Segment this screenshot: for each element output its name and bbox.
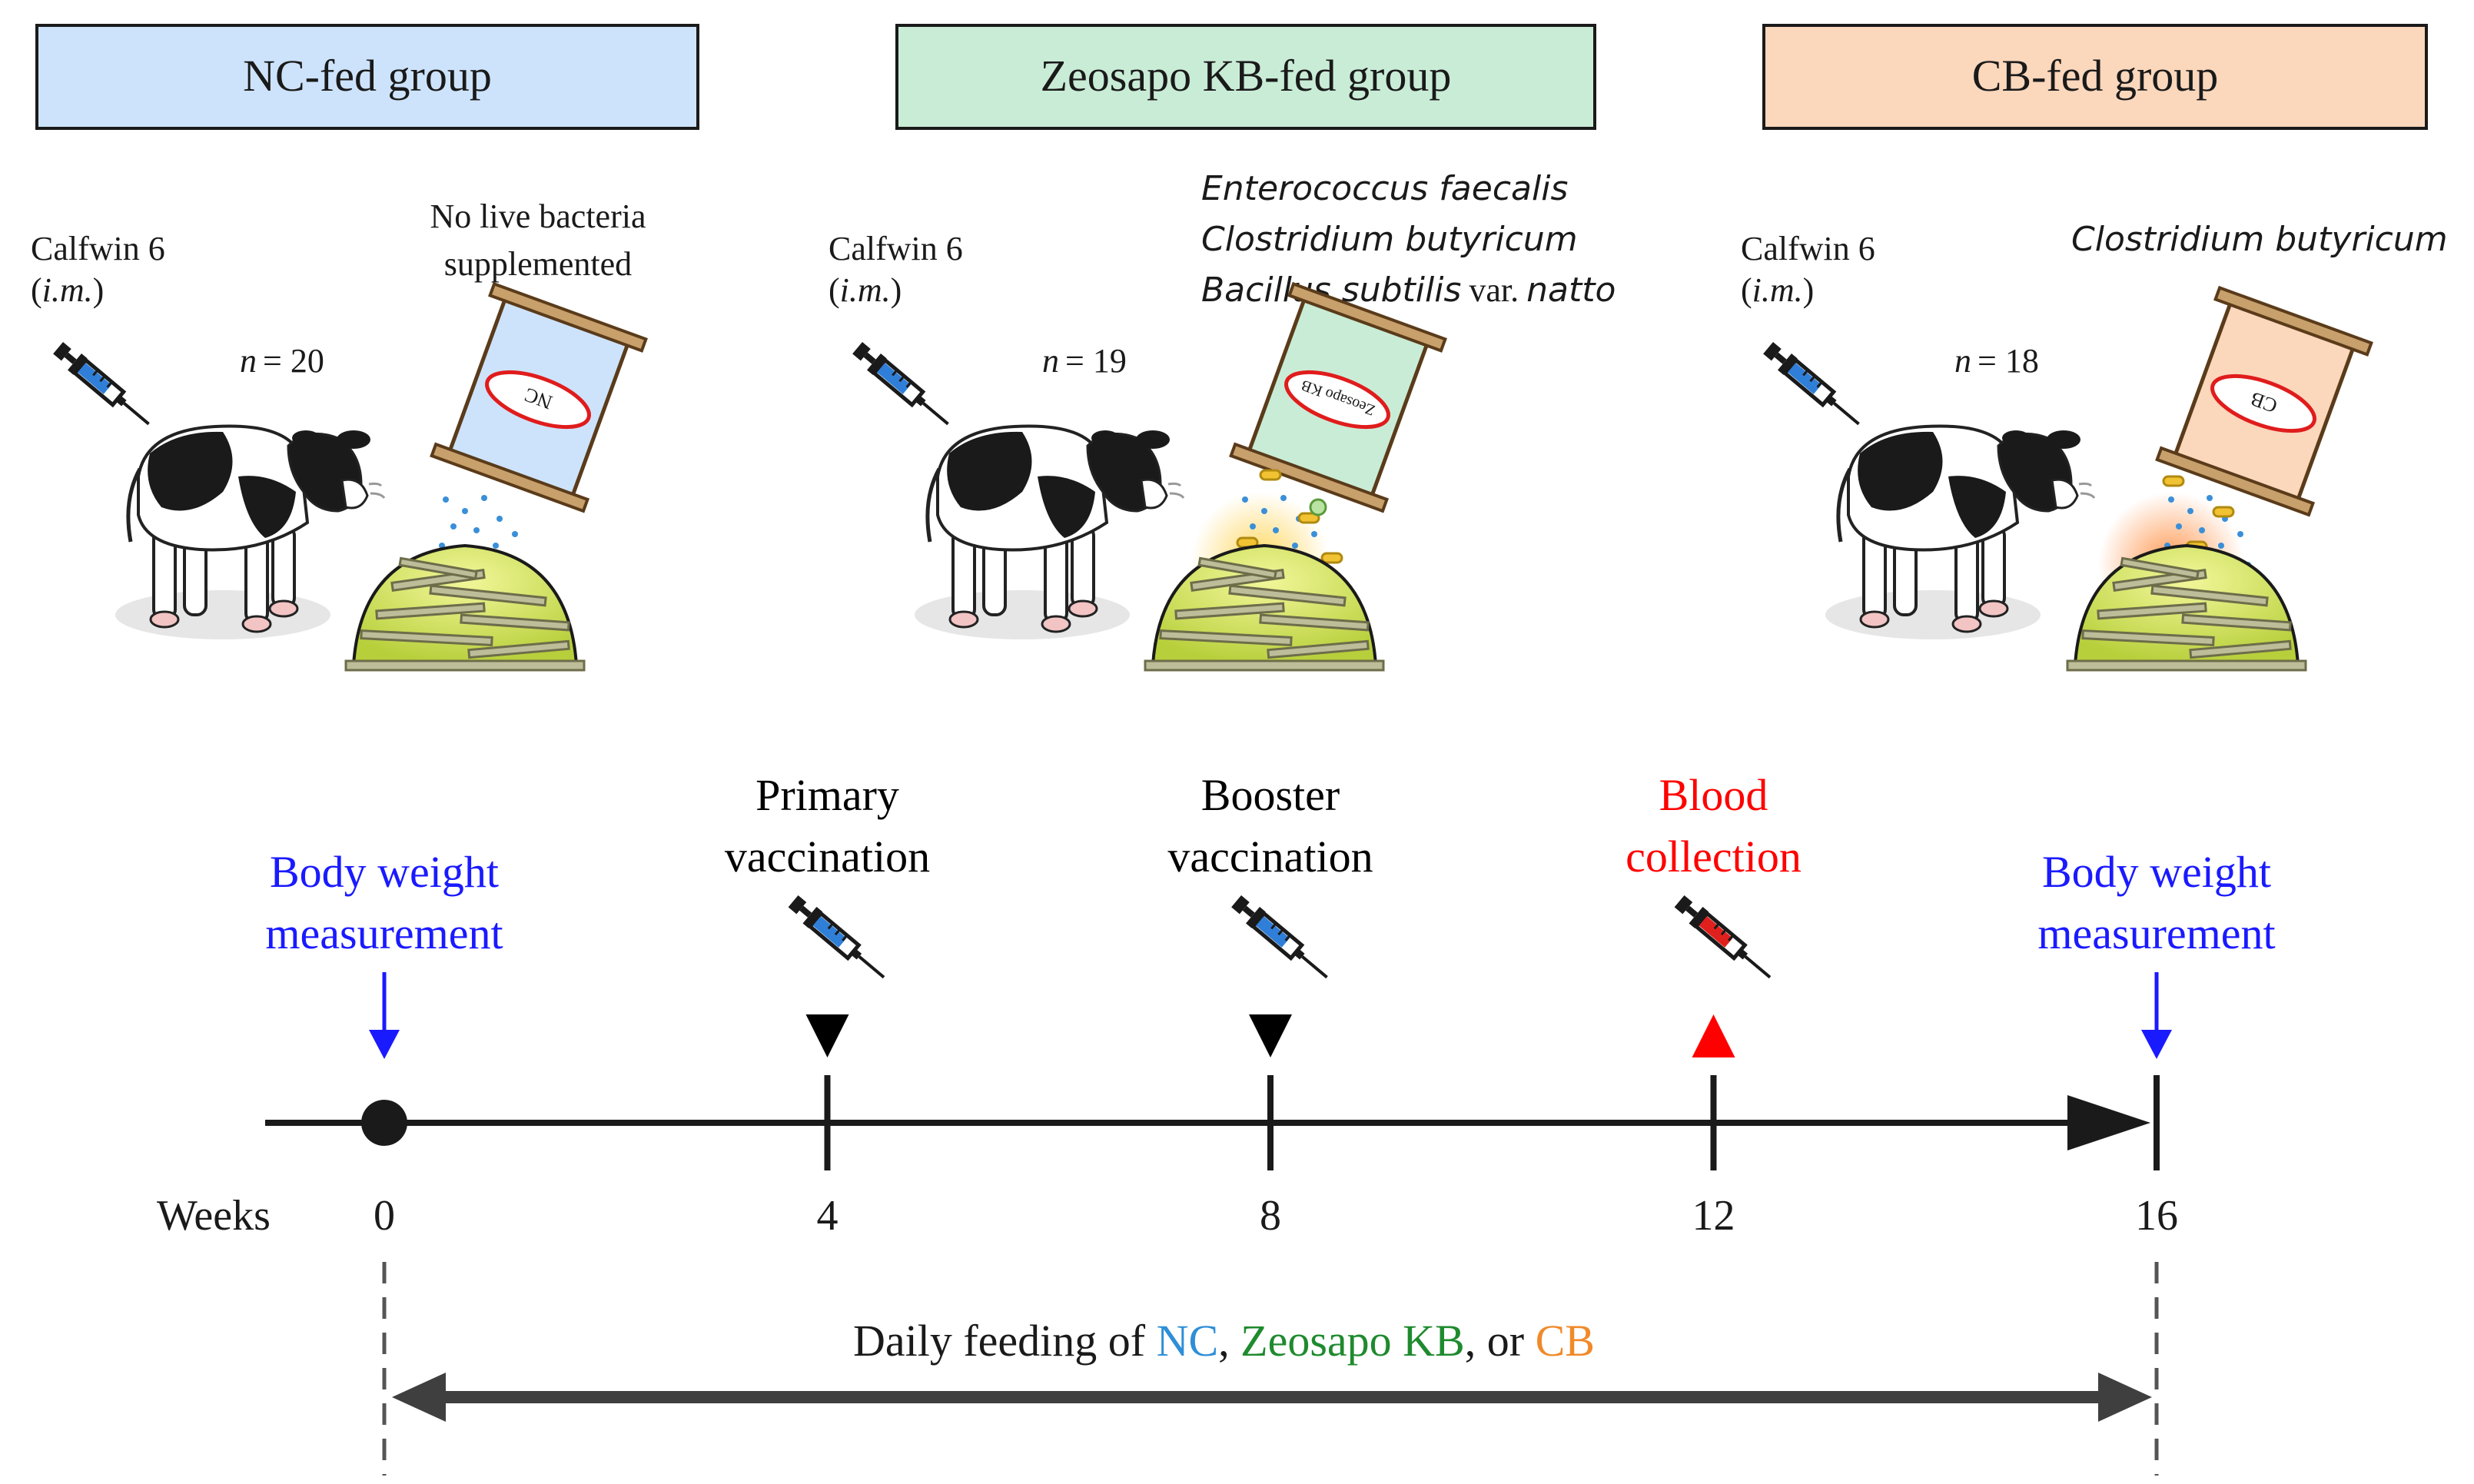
feed-bag-icon: Zeosapo KB — [1229, 281, 1447, 513]
syringe-icon — [51, 340, 156, 432]
event-label: vaccination — [725, 832, 930, 881]
timeline-start-dot — [361, 1100, 407, 1146]
timeline-event: Primary vaccination — [725, 770, 930, 1057]
group-title: Zeosapo KB-fed group — [1041, 51, 1452, 101]
timeline-event: Body weight measurement — [265, 847, 503, 1059]
week-tick-label: 8 — [1260, 1192, 1281, 1240]
syringe-icon — [851, 340, 955, 432]
timeline-events: Body weight measurement Primary vaccination… — [265, 770, 2276, 1059]
sample-size: n= 18 — [1954, 342, 2039, 380]
hay-icon — [344, 544, 586, 672]
vaccine-label: Calfwin 6 — [829, 230, 963, 267]
event-label: Primary — [755, 770, 899, 820]
timeline-arrowhead — [2067, 1095, 2150, 1150]
route-label: (i.m.) — [829, 271, 902, 309]
triangle-up-marker — [1692, 1014, 1735, 1057]
syringe-icon — [786, 893, 891, 985]
event-label: Blood — [1659, 770, 1768, 820]
group-title-box — [35, 24, 699, 130]
group-panel-cb: CB-fed group Calfwin 6 (i.m.) n= 18 Clos… — [1741, 24, 2448, 672]
week-tick-label: 4 — [817, 1192, 839, 1240]
group-title-box — [895, 24, 1596, 130]
vaccine-label: Calfwin 6 — [1741, 230, 1875, 267]
bacteria-line-2: supplemented — [444, 245, 632, 283]
timeline-event: Booster vaccination — [1167, 770, 1373, 1057]
event-label: measurement — [2037, 908, 2275, 958]
calf-icon — [1825, 426, 2094, 639]
syringe-icon — [1230, 893, 1334, 985]
hay-icon — [1144, 544, 1385, 672]
syringe-icon — [1762, 340, 1866, 432]
event-label: vaccination — [1167, 832, 1373, 881]
week-tick-label: 16 — [2135, 1192, 2178, 1240]
group-panel-kb: Zeosapo KB-fed group Calfwin 6 (i.m.) n=… — [829, 24, 1616, 672]
down-arrow-head — [369, 1030, 400, 1059]
feed-bag-icon: NC — [430, 281, 648, 513]
group-title-box — [1762, 24, 2428, 130]
bacteria-line-2: Clostridium butyricum — [1201, 220, 1578, 259]
timeline-event: Body weight measurement — [2037, 847, 2276, 1059]
sample-size: n= 20 — [240, 342, 324, 380]
week-tick-label: 12 — [1692, 1192, 1735, 1240]
calf-icon — [915, 426, 1184, 639]
event-label: Body weight — [270, 847, 499, 897]
calf-icon — [115, 426, 384, 639]
timeline-event: Blood collection — [1626, 770, 1802, 1057]
event-label: measurement — [265, 908, 503, 958]
group-title: CB-fed group — [1972, 51, 2219, 101]
timeline-ticks: 0 4 8 12 16 — [374, 1075, 2178, 1240]
down-arrow-head — [2141, 1030, 2172, 1059]
feeding-duration-arrow — [392, 1373, 2152, 1422]
route-label: (i.m.) — [1741, 271, 1814, 309]
event-label: collection — [1626, 832, 1802, 881]
group-title: NC-fed group — [243, 51, 492, 101]
bacteria-line-1: Clostridium butyricum — [2071, 220, 2448, 259]
route-label: (i.m.) — [31, 271, 104, 309]
vaccine-label: Calfwin 6 — [31, 230, 165, 267]
triangle-down-marker — [1249, 1014, 1292, 1057]
sample-size: n= 19 — [1042, 342, 1127, 380]
event-label: Booster — [1201, 770, 1340, 820]
event-label: Body weight — [2042, 847, 2271, 897]
feeding-caption: Daily feeding of NC, Zeosapo KB, or CB — [853, 1316, 1595, 1366]
week-tick-label: 0 — [374, 1192, 395, 1240]
syringe-icon — [1672, 893, 1777, 985]
feed-bag-icon: CB — [2155, 285, 2373, 517]
bacteria-line-1: No live bacteria — [430, 198, 646, 235]
triangle-down-marker — [805, 1014, 849, 1057]
group-panel-nc: NC-fed group Calfwin 6 (i.m.) n= 20 No l… — [31, 24, 699, 672]
bacteria-line-1: Enterococcus faecalis — [1201, 169, 1568, 208]
weeks-axis-label: Weeks — [157, 1192, 271, 1240]
timeline: Weeks 0 4 8 12 16 Body weight measurement Prim… — [157, 770, 2276, 1476]
